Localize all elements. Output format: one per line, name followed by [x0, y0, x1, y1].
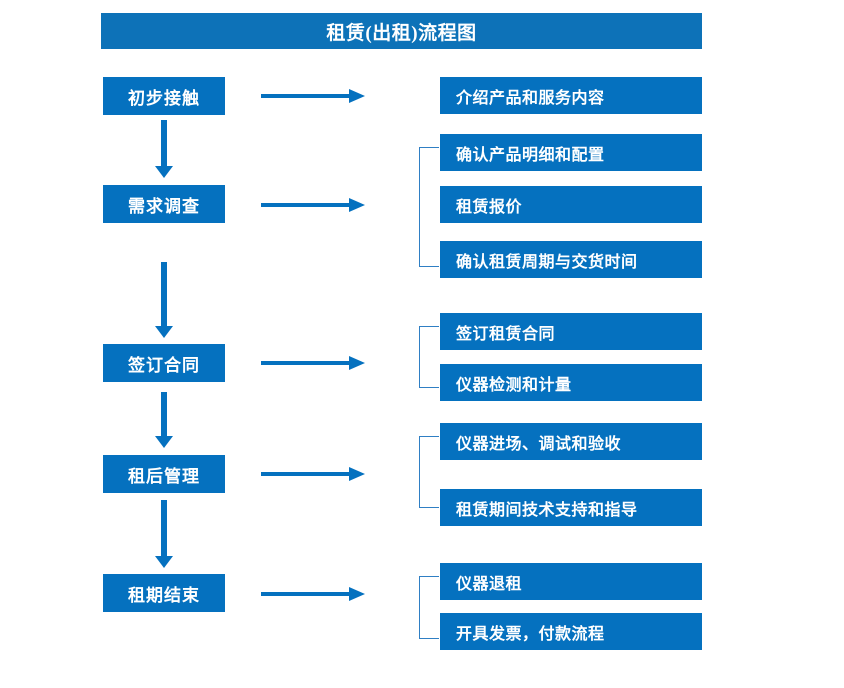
arrow-right-icon: [261, 89, 365, 103]
square-bracket-icon: [419, 147, 439, 267]
detail-box[interactable]: 签订租赁合同: [440, 313, 702, 350]
stage-box-sign-contract[interactable]: 签订合同: [103, 344, 225, 382]
detail-box[interactable]: 确认租赁周期与交货时间: [440, 241, 702, 278]
square-bracket-icon: [419, 436, 439, 508]
arrow-down-icon: [155, 120, 173, 178]
detail-box[interactable]: 仪器退租: [440, 563, 702, 600]
square-bracket-icon: [419, 326, 439, 388]
arrow-right-icon: [261, 587, 365, 601]
detail-box[interactable]: 介绍产品和服务内容: [440, 77, 702, 114]
arrow-right-icon: [261, 356, 365, 370]
arrow-down-icon: [155, 262, 173, 338]
arrow-right-icon: [261, 467, 365, 481]
stage-box-post-rental-management[interactable]: 租后管理: [103, 455, 225, 493]
arrow-right-icon: [261, 198, 365, 212]
stage-box-needs-survey[interactable]: 需求调查: [103, 185, 225, 223]
detail-box[interactable]: 确认产品明细和配置: [440, 134, 702, 171]
arrow-down-icon: [155, 500, 173, 568]
stage-box-lease-end[interactable]: 租期结束: [103, 574, 225, 612]
detail-box[interactable]: 开具发票，付款流程: [440, 613, 702, 650]
detail-box[interactable]: 租赁期间技术支持和指导: [440, 489, 702, 526]
page-title: 租赁(出租)流程图: [101, 13, 702, 49]
detail-box[interactable]: 仪器检测和计量: [440, 364, 702, 401]
detail-box[interactable]: 租赁报价: [440, 186, 702, 223]
square-bracket-icon: [419, 576, 439, 639]
stage-box-initial-contact[interactable]: 初步接触: [103, 77, 225, 115]
arrow-down-icon: [155, 392, 173, 448]
detail-box[interactable]: 仪器进场、调试和验收: [440, 423, 702, 460]
